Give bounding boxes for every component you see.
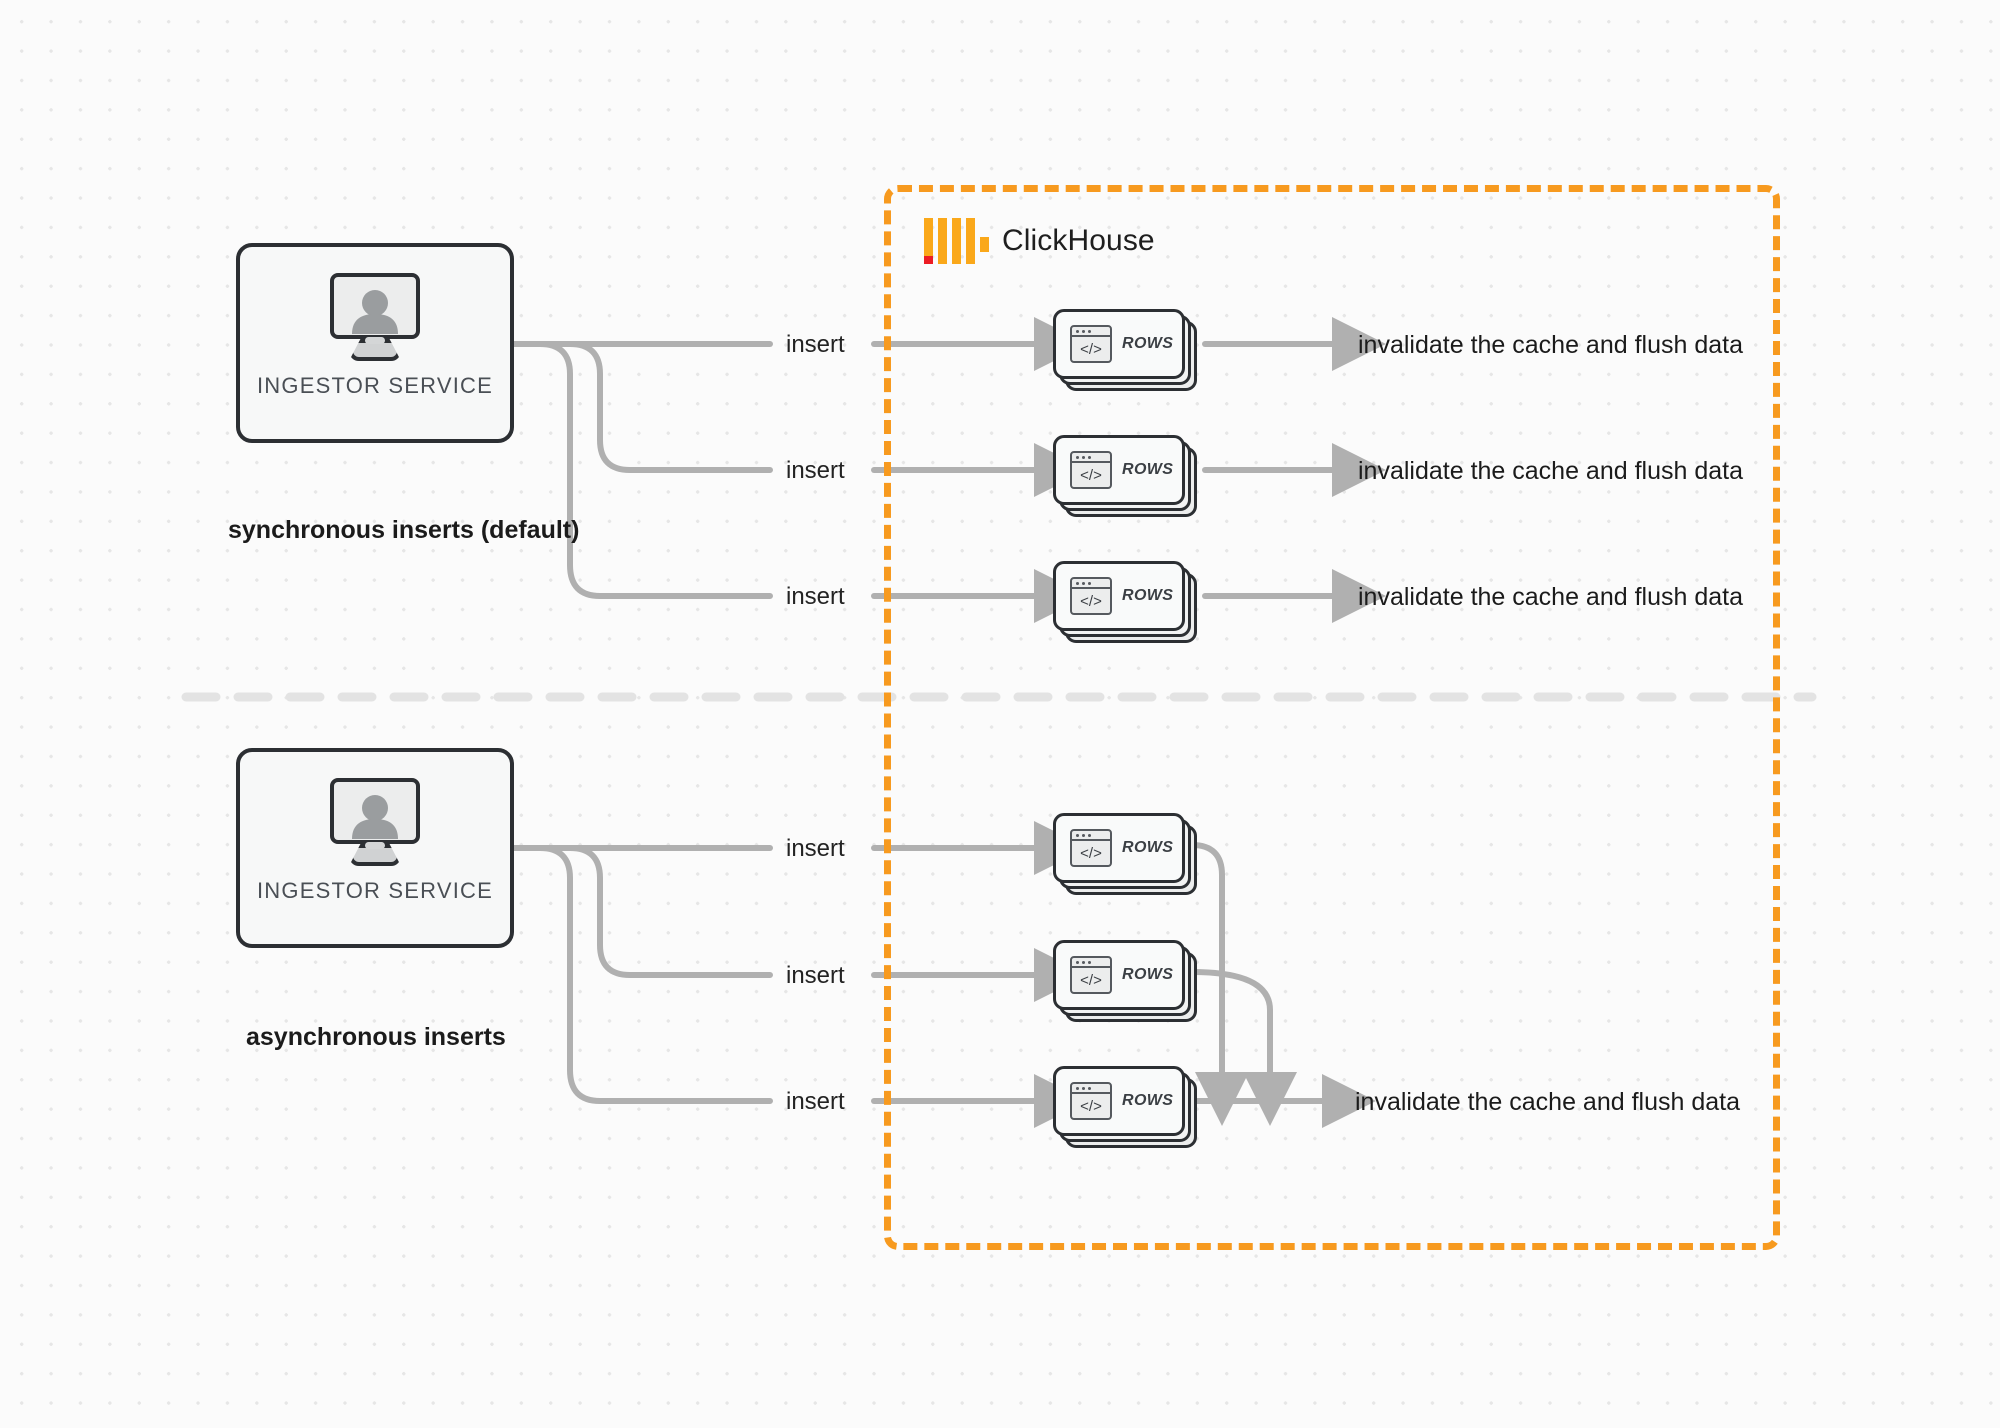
clickhouse-brand: ClickHouse	[924, 218, 1155, 264]
sync-branch-row2	[567, 341, 773, 473]
result-label-sync-1: invalidate the cache and flush data	[1358, 331, 1743, 359]
edge-label-insert-async-2: insert	[786, 962, 845, 989]
clickhouse-boundary	[884, 185, 1780, 1250]
sidebar-item-ingestor-service-async[interactable]: INGESTOR SERVICE	[236, 748, 514, 948]
ingestor-service-label-sync: INGESTOR SERVICE	[257, 373, 493, 398]
edge-label-insert-sync-3: insert	[786, 583, 845, 610]
async-branch-row2	[567, 845, 773, 978]
rows-node-label: ROWS	[1122, 335, 1174, 352]
code-window-icon: </>	[1070, 956, 1112, 994]
user-silhouette-icon	[352, 290, 398, 334]
rows-node-label: ROWS	[1122, 839, 1174, 856]
code-window-icon: </>	[1070, 577, 1112, 615]
user-silhouette-icon	[352, 795, 398, 839]
rows-node-sync-2[interactable]: </> ROWS	[1053, 435, 1197, 517]
sync-branch-row3	[537, 341, 773, 599]
rows-node-async-1[interactable]: </> ROWS	[1053, 813, 1197, 895]
rows-node-sync-1[interactable]: </> ROWS	[1053, 309, 1197, 391]
sidebar-item-ingestor-service-sync[interactable]: INGESTOR SERVICE	[236, 243, 514, 443]
async-branch-row3	[537, 845, 773, 1104]
rows-node-label: ROWS	[1122, 461, 1174, 478]
result-label-sync-2: invalidate the cache and flush data	[1358, 457, 1743, 485]
edge-label-insert-sync-2: insert	[786, 457, 845, 484]
ingestor-service-label-async: INGESTOR SERVICE	[257, 878, 493, 903]
rows-node-label: ROWS	[1122, 966, 1174, 983]
code-window-icon: </>	[1070, 1082, 1112, 1120]
code-window-icon: </>	[1070, 829, 1112, 867]
clickhouse-brand-name: ClickHouse	[1002, 224, 1155, 257]
code-window-icon: </>	[1070, 325, 1112, 363]
monitor-user-icon	[326, 778, 424, 866]
rows-node-label: ROWS	[1122, 1092, 1174, 1109]
rows-node-async-3[interactable]: </> ROWS	[1053, 1066, 1197, 1148]
caption-asynchronous: asynchronous inserts	[246, 1023, 506, 1051]
caption-synchronous: synchronous inserts (default)	[228, 516, 580, 544]
result-label-sync-3: invalidate the cache and flush data	[1358, 583, 1743, 611]
monitor-user-icon	[326, 273, 424, 361]
clickhouse-logo-icon	[924, 218, 989, 264]
edge-label-insert-async-3: insert	[786, 1088, 845, 1115]
edge-label-insert-async-1: insert	[786, 835, 845, 862]
code-window-icon: </>	[1070, 451, 1112, 489]
edge-label-insert-sync-1: insert	[786, 331, 845, 358]
rows-node-label: ROWS	[1122, 587, 1174, 604]
rows-node-async-2[interactable]: </> ROWS	[1053, 940, 1197, 1022]
result-label-async: invalidate the cache and flush data	[1355, 1088, 1740, 1116]
rows-node-sync-3[interactable]: </> ROWS	[1053, 561, 1197, 643]
